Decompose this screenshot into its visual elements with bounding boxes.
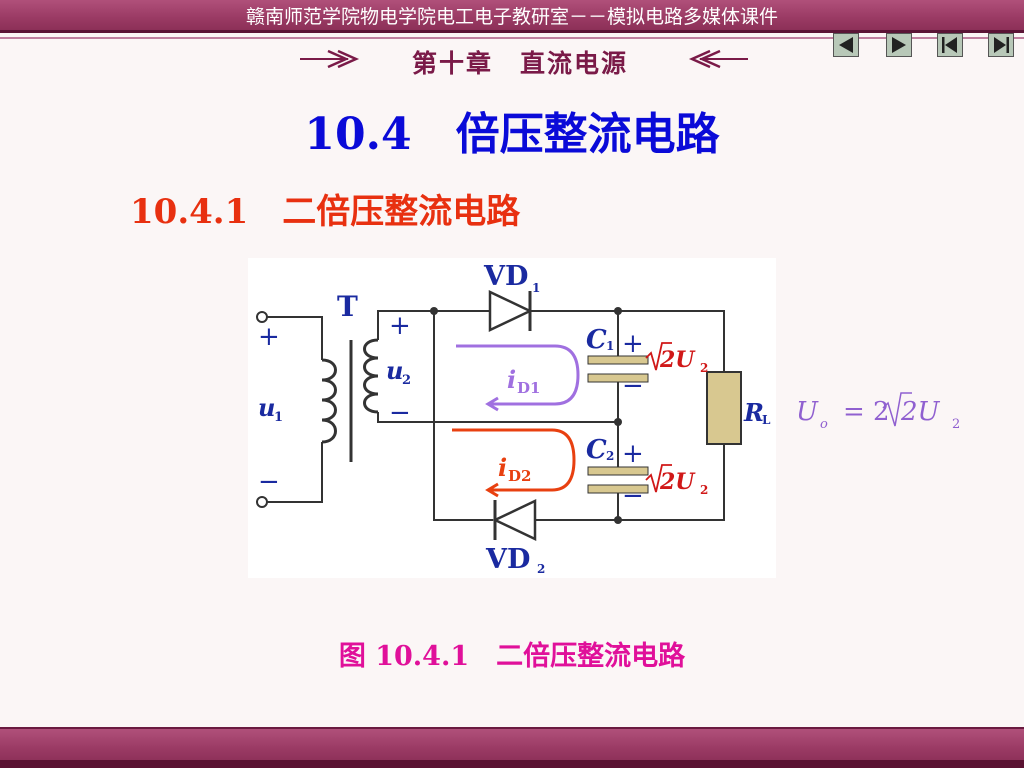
label-u2: u <box>386 356 403 385</box>
label-u1-plus: + <box>258 322 280 352</box>
secondary-coil <box>363 338 379 414</box>
capacitor-c2-plate-top <box>587 466 649 476</box>
label-c1-sub: 1 <box>606 339 614 353</box>
subsection-title: 10.4.1 二倍压整流电路 <box>130 192 521 232</box>
label-transformer: T <box>337 290 358 323</box>
formula-lhs-sub: o <box>820 417 828 432</box>
label-id1: i <box>507 365 516 394</box>
chapter-title: 第十章 直流电源 <box>411 49 628 78</box>
label-c2-voltage: 2U <box>659 469 696 495</box>
label-u2-plus: + <box>389 311 411 341</box>
prev-button[interactable] <box>833 33 859 57</box>
formula-rhs-sub: 2 <box>952 417 960 432</box>
divider <box>0 37 1024 39</box>
label-id2: i <box>498 453 507 482</box>
formula-eq: = 2 <box>843 397 890 427</box>
chapter-header: 第十章 直流电源 <box>0 44 1024 78</box>
primary-coil <box>321 358 337 444</box>
triangle-left-icon <box>839 37 853 53</box>
figure-caption: 图 10.4.1 二倍压整流电路 <box>338 641 686 672</box>
right-ornament-icon <box>688 49 748 69</box>
wire-d <box>433 311 493 521</box>
formula-lhs: U <box>796 397 819 427</box>
sqrt-c2-icon <box>645 464 672 493</box>
sqrt-formula-icon <box>882 392 912 427</box>
input-terminal-top <box>256 311 268 323</box>
node-1 <box>430 307 438 315</box>
label-c1-voltage-sub: 2 <box>700 361 708 375</box>
footer-bar <box>0 727 1024 762</box>
skip-to-end-icon <box>994 37 1009 53</box>
label-c1-plus: + <box>622 329 644 359</box>
skip-to-start-icon <box>942 37 957 53</box>
left-ornament-icon <box>300 49 360 69</box>
next-button[interactable] <box>886 33 912 57</box>
wire-b <box>530 310 725 372</box>
first-button[interactable] <box>937 33 963 57</box>
section-title: 10.4 倍压整流电路 <box>304 109 720 160</box>
label-c2-minus: − <box>622 481 644 511</box>
id2-arrowhead <box>485 482 499 498</box>
diode-vd2 <box>492 499 537 541</box>
banner-bar: 赣南师范学院物电学院电工电子教研室－－模拟电路多媒体课件 <box>0 0 1024 33</box>
label-id2-sub: D2 <box>508 467 531 485</box>
capacitor-c1-plate-top <box>587 355 649 365</box>
formula-rhs: 2U <box>900 397 941 427</box>
footer-strip <box>0 760 1024 768</box>
label-rl: R <box>743 398 764 427</box>
id1-arrowhead <box>485 396 499 412</box>
label-vd2-sub: 2 <box>537 562 545 576</box>
label-u1-minus: − <box>258 467 280 497</box>
id2-arrow-path <box>452 428 576 492</box>
label-c2-voltage-sub: 2 <box>700 483 708 497</box>
capacitor-c2-plate-bottom <box>587 484 649 494</box>
primary-wire-bottom <box>267 442 323 503</box>
wire-c <box>535 444 725 521</box>
label-u1: u <box>258 393 275 422</box>
last-button[interactable] <box>988 33 1014 57</box>
label-vd2: VD <box>485 544 530 575</box>
label-vd1: VD <box>483 261 528 292</box>
label-id1-sub: D1 <box>517 379 540 397</box>
triangle-right-icon <box>892 37 906 53</box>
label-c1: C <box>586 325 607 355</box>
banner-text: 赣南师范学院物电学院电工电子教研室－－模拟电路多媒体课件 <box>245 5 778 28</box>
secondary-wire-top <box>377 310 434 340</box>
label-c2-sub: 2 <box>606 449 614 463</box>
label-u2-sub: 2 <box>402 373 411 388</box>
resistor-rl <box>706 371 742 445</box>
capacitor-c1-plate-bottom <box>587 373 649 383</box>
input-terminal-bottom <box>256 496 268 508</box>
label-u1-sub: 1 <box>274 410 283 425</box>
label-c1-voltage: 2U <box>659 347 696 373</box>
label-u2-minus: − <box>389 398 411 428</box>
diode-vd1 <box>488 290 533 332</box>
label-c2: C <box>586 435 607 465</box>
label-vd1-sub: 1 <box>532 281 540 295</box>
label-rl-sub: L <box>762 413 771 427</box>
label-c1-minus: − <box>622 371 644 401</box>
label-c2-plus: + <box>622 439 644 469</box>
sqrt-c1-icon <box>645 342 672 371</box>
secondary-wire-bottom <box>377 412 618 423</box>
primary-wire-top <box>267 316 323 360</box>
id1-arrow-path <box>456 344 580 406</box>
